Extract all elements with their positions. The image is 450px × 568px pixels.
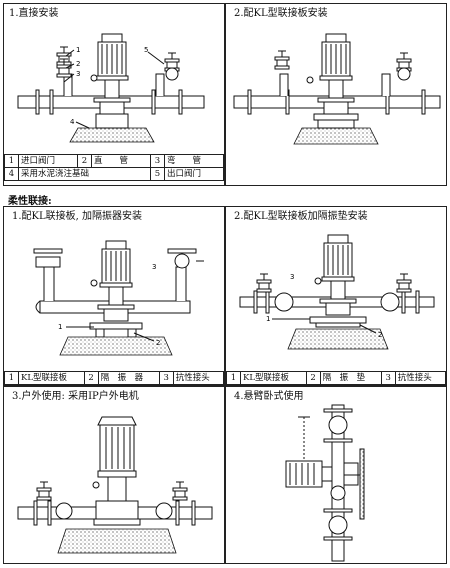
panel-title: 2.配KL型联接板安装 [234, 8, 328, 19]
callout-3: 3 [290, 273, 294, 281]
legend-table: 1 KL型联接板 2 隔 振 器 3 抗性接头 [4, 371, 225, 385]
callout-1: 1 [76, 46, 80, 54]
legend-num: 3 [380, 371, 396, 385]
panel-title: 1.直接安装 [9, 8, 59, 19]
legend-num: 1 [226, 371, 241, 385]
legend-text: 出口阀门 [164, 167, 224, 181]
direct-install-diagram: 1 2 3 5 4 [17, 33, 205, 143]
legend-num: 1 [4, 154, 19, 168]
callout-2: 2 [76, 60, 80, 68]
legend-text: 进口阀门 [18, 154, 78, 168]
panel-outdoor-use: 3.户外使用: 采用IP户外电机 [3, 386, 225, 564]
legend-text: 隔 振 器 [97, 371, 160, 385]
kl-plate-diagram [233, 33, 441, 145]
callout-3: 3 [152, 263, 156, 271]
panel-cantilever-horizontal: 4.悬臂卧式使用 [225, 386, 447, 564]
legend-text: 隔 振 垫 [319, 371, 382, 385]
legend-num: 3 [158, 371, 174, 385]
cantilever-diagram [285, 404, 365, 562]
kl-isolator-diagram: 1 2 3 [33, 240, 204, 356]
callout-2: 2 [378, 331, 382, 339]
panel-kl-isolator-install: 1.配KL联接板, 加隔振器安装 1 2 3 1 KL型联接板 2 隔 振 器 … [3, 206, 225, 386]
legend-text: 抗性接头 [394, 371, 447, 385]
panel-title: 4.悬臂卧式使用 [234, 391, 304, 402]
legend-num: 2 [83, 371, 99, 385]
panel-kl-pad-install: 2.配KL型联接板加隔振垫安装 1 2 3 1 KL型联接板 2 隔 振 垫 3… [225, 206, 447, 386]
callout-5: 5 [144, 46, 148, 54]
legend-table: 1 KL型联接板 2 隔 振 垫 3 抗性接头 [226, 371, 447, 385]
section-label-flexible: 柔性联接: [8, 196, 52, 207]
legend-num: 1 [4, 371, 19, 385]
panel-title: 2.配KL型联接板加隔振垫安装 [234, 211, 368, 222]
callout-4: 4 [70, 118, 75, 126]
callout-2: 2 [156, 339, 160, 347]
legend-num: 2 [305, 371, 321, 385]
panel-kl-plate-install: 2.配KL型联接板安装 [225, 3, 447, 186]
legend-num: 2 [77, 154, 92, 168]
kl-pad-diagram: 1 2 3 [239, 234, 435, 350]
legend-text: 抗性接头 [172, 371, 225, 385]
legend-text: KL型联接板 [18, 371, 85, 385]
legend-text: 采用水泥浇注基础 [18, 167, 151, 181]
legend-text: 直 管 [91, 154, 151, 168]
legend-text: KL型联接板 [240, 371, 307, 385]
legend-num: 3 [150, 154, 165, 168]
callout-3: 3 [76, 70, 80, 78]
panel-direct-install: 1.直接安装 1 2 3 5 4 1 进 [3, 3, 225, 186]
panel-title: 3.户外使用: 采用IP户外电机 [12, 391, 139, 402]
legend-num: 4 [4, 167, 19, 181]
callout-1: 1 [58, 323, 62, 331]
panel-title: 1.配KL联接板, 加隔振器安装 [12, 211, 143, 222]
outdoor-diagram [17, 416, 213, 554]
legend-text: 弯 管 [164, 154, 224, 168]
legend-num: 5 [150, 167, 165, 181]
callout-1: 1 [266, 315, 270, 323]
legend-table: 1 进口阀门 2 直 管 3 弯 管 4 采用水泥浇注基础 5 出口阀门 [4, 154, 224, 181]
